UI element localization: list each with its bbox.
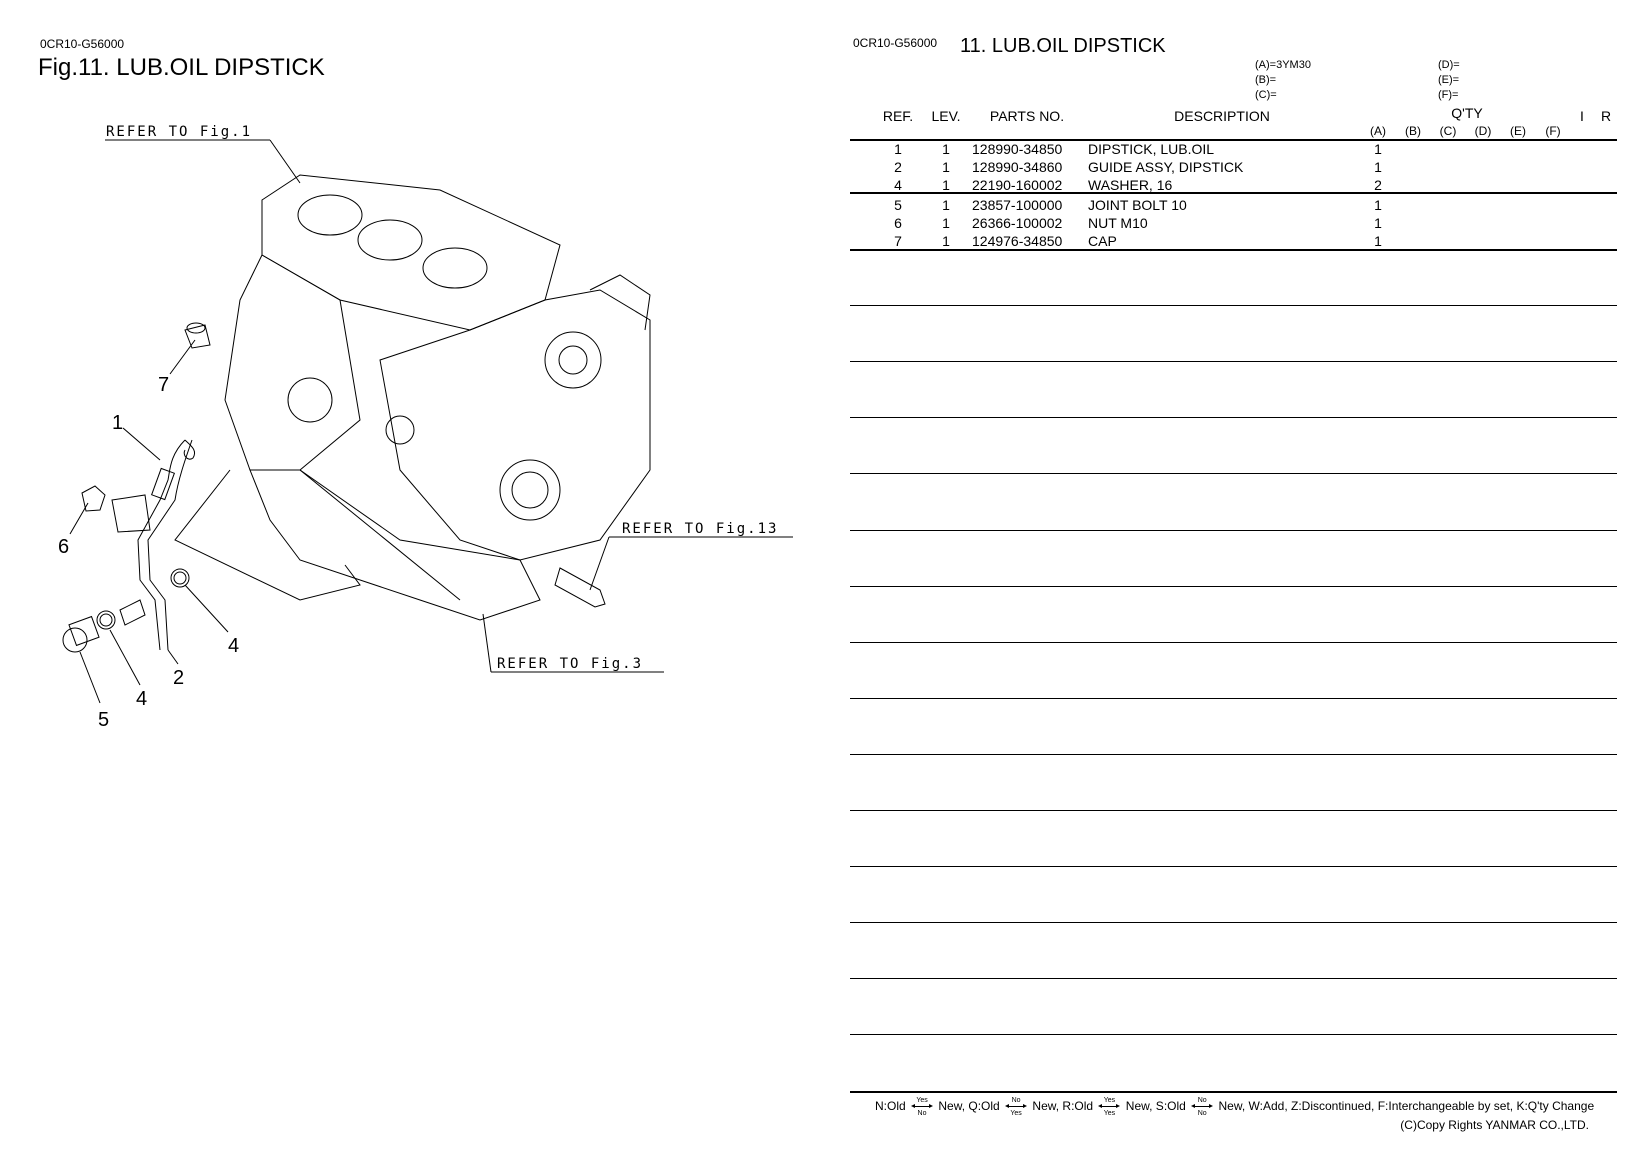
header-lev: LEV. (931, 108, 961, 124)
table-rule (850, 697, 1617, 699)
model-a: (A)=3YM30 (1255, 59, 1311, 71)
row-lev: 1 (942, 215, 950, 231)
header-r: R (1600, 108, 1612, 124)
header-qty-d: (D) (1474, 124, 1492, 138)
right-catalog-code: 0CR10-G56000 (853, 36, 938, 50)
row-qty-a: 1 (1374, 141, 1382, 157)
row-description: WASHER, 16 (1088, 177, 1173, 193)
refer-fig1-label: REFER TO Fig.1 (106, 124, 253, 140)
table-rule (850, 585, 1617, 587)
row-qty-a: 1 (1374, 233, 1382, 249)
legend-rest: New, W:Add, Z:Discontinued, F:Interchang… (1218, 1099, 1595, 1114)
row-parts-no: 26366-100002 (972, 215, 1063, 231)
leader-lines (69, 139, 793, 704)
callout-2: 2 (173, 667, 185, 689)
legend-n: N:Old (875, 1099, 906, 1114)
row-ref: 2 (894, 159, 902, 175)
figure-title: Fig.11. LUB.OIL DIPSTICK (38, 54, 325, 81)
copyright: (C)Copy Rights YANMAR CO.,LTD. (1400, 1118, 1589, 1132)
row-parts-no: 128990-34860 (972, 159, 1063, 175)
exploded-parts-diagram (62, 139, 793, 704)
model-c: (C)= (1255, 89, 1277, 101)
refer-fig13-label: REFER TO Fig.13 (622, 521, 779, 537)
model-e: (E)= (1438, 74, 1460, 86)
model-b: (B)= (1255, 74, 1277, 86)
header-parts-no: PARTS NO. (989, 108, 1065, 124)
model-f: (F)= (1438, 89, 1459, 101)
row-description: CAP (1088, 233, 1117, 249)
row-qty-a: 1 (1374, 215, 1382, 231)
header-i: I (1580, 108, 1584, 124)
legend-s: New, S:Old (1125, 1099, 1186, 1114)
row-description: JOINT BOLT 10 (1088, 197, 1187, 213)
row-parts-no: 23857-100000 (972, 197, 1063, 213)
table-rule (850, 249, 1617, 251)
row-qty-a: 1 (1374, 159, 1382, 175)
table-header-rule (850, 139, 1617, 141)
table-rule (850, 305, 1617, 307)
table-rule (850, 753, 1617, 755)
row-parts-no: 124976-34850 (972, 233, 1063, 249)
row-description: DIPSTICK, LUB.OIL (1088, 141, 1215, 157)
table-rule (850, 922, 1617, 924)
callout-4: 4 (228, 635, 240, 657)
header-qty-b: (B) (1405, 124, 1421, 138)
row-lev: 1 (942, 177, 950, 193)
refer-fig3-label: REFER TO Fig.3 (497, 656, 644, 672)
group-separator (850, 192, 1617, 194)
header-ref: REF. (882, 108, 914, 124)
table-rule (850, 417, 1617, 419)
row-lev: 1 (942, 233, 950, 249)
table-rule (850, 529, 1617, 531)
table-rule (850, 978, 1617, 980)
row-ref: 1 (894, 141, 902, 157)
header-description: DESCRIPTION (1174, 108, 1270, 124)
dipstick-parts (62, 322, 606, 653)
callout-5: 5 (98, 709, 110, 731)
table-rule (850, 361, 1617, 363)
row-ref: 4 (894, 177, 902, 193)
left-catalog-code: 0CR10-G56000 (40, 37, 125, 51)
table-rule (850, 1034, 1617, 1036)
row-ref: 6 (894, 215, 902, 231)
table-rule (850, 1090, 1617, 1093)
row-qty-a: 1 (1374, 197, 1382, 213)
row-description: GUIDE ASSY, DIPSTICK (1088, 159, 1244, 175)
header-qty-e: (E) (1510, 124, 1526, 138)
callout-1: 1 (112, 412, 124, 434)
row-parts-no: 22190-160002 (972, 177, 1063, 193)
header-qty-a: (A) (1370, 124, 1386, 138)
table-rule (850, 810, 1617, 811)
callout-7: 7 (158, 374, 170, 396)
row-lev: 1 (942, 141, 950, 157)
header-qty: Q'TY (1451, 105, 1483, 121)
table-rule (850, 866, 1617, 868)
table-rule (850, 641, 1617, 643)
row-parts-no: 128990-34850 (972, 141, 1063, 157)
engine-block (224, 174, 651, 621)
model-d: (D)= (1438, 59, 1460, 71)
section-title: 11. LUB.OIL DIPSTICK (960, 35, 1166, 57)
header-qty-f: (F) (1545, 124, 1561, 138)
row-ref: 5 (894, 197, 902, 213)
row-lev: 1 (942, 197, 950, 213)
legend-r: New, R:Old (1032, 1099, 1094, 1114)
row-description: NUT M10 (1088, 215, 1148, 231)
row-lev: 1 (942, 159, 950, 175)
row-qty-a: 2 (1374, 177, 1382, 193)
callout-6: 6 (58, 536, 70, 558)
legend-q: New, Q:Old (938, 1099, 1000, 1114)
callout-4b: 4 (136, 688, 148, 710)
header-qty-c: (C) (1439, 124, 1457, 138)
row-ref: 7 (894, 233, 902, 249)
table-rule (850, 473, 1617, 475)
